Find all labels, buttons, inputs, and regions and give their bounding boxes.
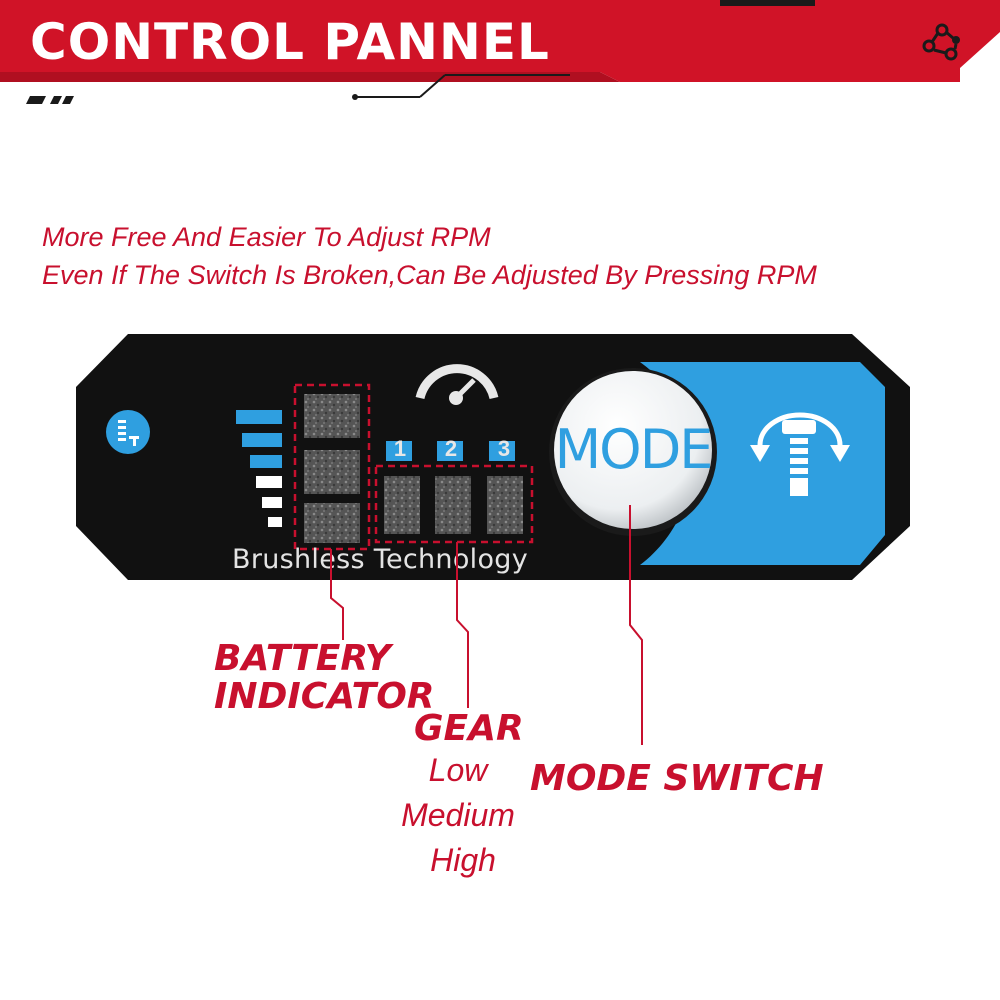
battery-indicator-outline [293,383,371,551]
gear-level-low: Low [428,752,488,788]
gear-indicator-outline [374,464,534,544]
gear-channel-3: 3 [497,436,511,461]
battery-callout-line-1: BATTERY [214,638,391,679]
tagline-line-2: Even If The Switch Is Broken,Can Be Adju… [42,260,817,290]
battery-level-bars [236,410,282,527]
gear-channel-2: 2 [444,436,458,461]
mode-button-label[interactable]: MODE [554,418,714,481]
network-nodes-icon [922,23,960,61]
battery-callout-line-2: INDICATOR [214,676,435,717]
page-title: CONTROL PANNEL [30,13,550,71]
gear-level-high: High [430,842,496,878]
mode-switch-callout: MODE SWITCH [530,758,824,799]
gear-level-medium: Medium [401,797,515,833]
tagline-line-1: More Free And Easier To Adjust RPM [42,222,491,252]
gear-callout-title: GEAR [414,708,524,749]
speedometer-icon [415,364,499,405]
bolt-screw-icon [106,410,150,454]
brand-text: Brushless Technology [232,544,528,575]
gear-channel-marker [489,441,515,461]
rotation-screw-icon [750,412,850,496]
gear-channel-marker [386,441,412,461]
gear-channel-marker [437,441,463,461]
mode-button[interactable] [554,371,712,529]
header-banner [0,0,1000,104]
gear-channel-1: 1 [393,436,407,461]
